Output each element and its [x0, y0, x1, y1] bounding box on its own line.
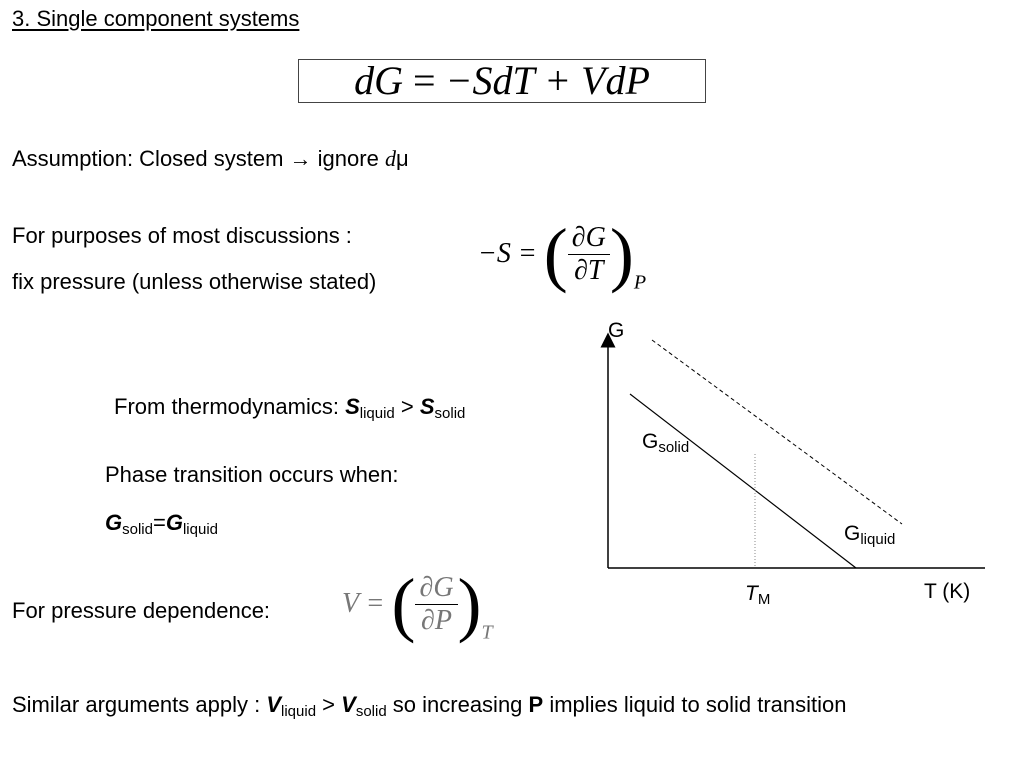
volume-solid-sub: solid [355, 703, 387, 720]
equation-equals: = [412, 58, 436, 103]
pressure-subscript: T [481, 621, 493, 644]
similar-mid: so increasing [386, 692, 529, 717]
equation-rhs: −SdT + VdP [445, 58, 650, 103]
pressure-denominator: ∂P [421, 604, 452, 636]
pressure-numerator: ∂G [415, 572, 458, 605]
entropy-fraction: ∂G∂T [567, 222, 610, 287]
g-liquid-sub: liquid [182, 521, 218, 538]
x-axis-label: T (K) [924, 580, 970, 603]
phase-line-1: Phase transition occurs when: [105, 462, 399, 487]
g-solid-symbol: G [642, 430, 658, 453]
left-paren: ( [391, 564, 416, 644]
dmu-mu: μ [395, 146, 409, 171]
volume-liquid-symbol: V [266, 692, 282, 717]
thermo-prefix: From thermodynamics: [114, 394, 346, 419]
pressure-equation: V = (∂G∂P)T [342, 568, 493, 654]
purposes-line-1: For purposes of most discussions : [12, 223, 352, 248]
assumption-tail: ignore [311, 146, 385, 171]
entropy-lhs: −S = [478, 238, 537, 269]
pressure-symbol: P [528, 692, 544, 717]
pressure-label: For pressure dependence: [12, 598, 271, 623]
thermo-line: From thermodynamics: Sliquid > Ssolid [114, 394, 466, 422]
pressure-lhs: V = [342, 588, 385, 619]
entropy-subscript: P [633, 271, 647, 294]
entropy-numerator: ∂G [567, 222, 610, 255]
phase-line-2: Gsolid=Gliquid [105, 510, 218, 538]
tm-subscript: M [758, 591, 771, 608]
equation-lhs: dG [354, 58, 403, 103]
right-paren: ) [457, 564, 482, 644]
g-liquid-label: Gliquid [844, 522, 895, 548]
g-solid-symbol: G [105, 510, 123, 535]
pressure-fraction: ∂G∂P [415, 572, 458, 637]
assumption-text: Assumption: Closed system [12, 146, 290, 171]
greater-than: > [394, 394, 420, 419]
entropy-liquid-sub: liquid [359, 405, 395, 422]
phase-equals: = [152, 510, 166, 535]
slide-title: 3. Single component systems [12, 6, 300, 31]
g-liquid-symbol: G [844, 522, 860, 545]
entropy-solid-symbol: S [419, 394, 435, 419]
right-paren: ) [609, 214, 634, 294]
tm-symbol: T [745, 582, 760, 605]
y-axis-label: G [608, 319, 624, 342]
left-paren: ( [543, 214, 568, 294]
g-liquid-subscript: liquid [860, 531, 895, 548]
g-liquid-symbol: G [165, 510, 183, 535]
greater-than: > [316, 692, 342, 717]
similar-tail: implies liquid to solid transition [543, 692, 847, 717]
similar-line: Similar arguments apply : Vliquid > Vsol… [12, 692, 847, 720]
dmu-d: d [384, 146, 396, 171]
entropy-solid-sub: solid [434, 405, 466, 422]
volume-solid-symbol: V [341, 692, 356, 717]
g-vs-t-diagram: G T (K) TM Gsolid Gliquid [600, 319, 985, 608]
purposes-line-2: fix pressure (unless otherwise stated) [12, 269, 377, 294]
entropy-denominator: ∂T [574, 254, 604, 286]
arrow-right-icon: → [289, 146, 312, 171]
g-liquid-curve [651, 339, 903, 525]
g-solid-label: Gsolid [642, 430, 689, 456]
entropy-equation: −S = (∂G∂T)P [478, 218, 646, 294]
main-equation-box: dG = −SdT + VdP [298, 59, 706, 103]
g-solid-curve [629, 393, 857, 569]
g-solid-subscript: solid [658, 439, 689, 456]
entropy-liquid-symbol: S [345, 394, 360, 419]
similar-prefix: Similar arguments apply : [12, 692, 267, 717]
assumption-line: Assumption: Closed system → ignore dμ [12, 146, 409, 172]
g-solid-sub: solid [122, 521, 153, 538]
tm-label: TM [745, 582, 770, 608]
volume-liquid-sub: liquid [281, 703, 317, 720]
